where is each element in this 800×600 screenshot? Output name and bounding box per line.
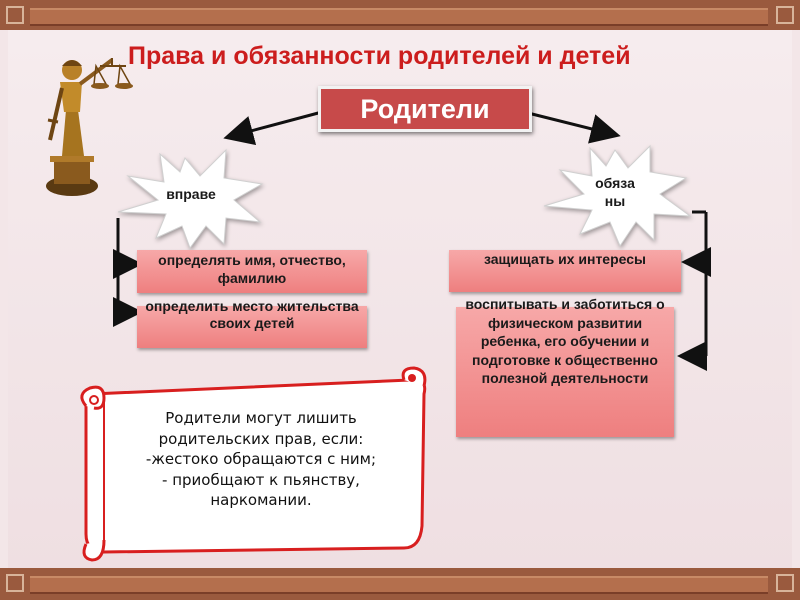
duties-burst-line2: ны [582,192,648,210]
rights-connector [118,218,134,312]
slide-title: Права и обязанности родителей и детей [128,40,688,72]
right-item-name: определять имя, отчество, фамилию [137,250,367,293]
duty-item-protect: защищать их интересы [449,250,681,292]
duty-item-upbringing: воспитывать и заботиться о физическом ра… [456,307,674,437]
scroll-line-1: Родители могут лишить [120,408,402,429]
duties-burst-line1: обяза [582,174,648,192]
right-item-residence: определить место жительства своих детей [137,306,367,348]
scroll-line-5: наркомании. [120,490,402,511]
right-item-residence-text: определить место жительства своих детей [137,298,367,332]
themis-statue-icon [46,58,133,196]
rights-burst-label: вправе [158,186,224,202]
scroll-text: Родители могут лишить родительских прав,… [120,408,402,511]
duty-item-upbringing-text: воспитывать и заботиться о физическом ра… [456,295,674,388]
scroll-line-4: - приобщают к пьянству, [120,470,402,491]
duties-connector [686,212,706,356]
parents-label: Родители [318,86,532,132]
duty-item-protect-text: защищать их интересы [449,250,681,268]
scroll-line-2: родительских прав, если: [120,429,402,450]
scroll-line-3: -жестоко обращаются с ним; [120,449,402,470]
duties-burst-label: обяза ны [582,174,648,210]
